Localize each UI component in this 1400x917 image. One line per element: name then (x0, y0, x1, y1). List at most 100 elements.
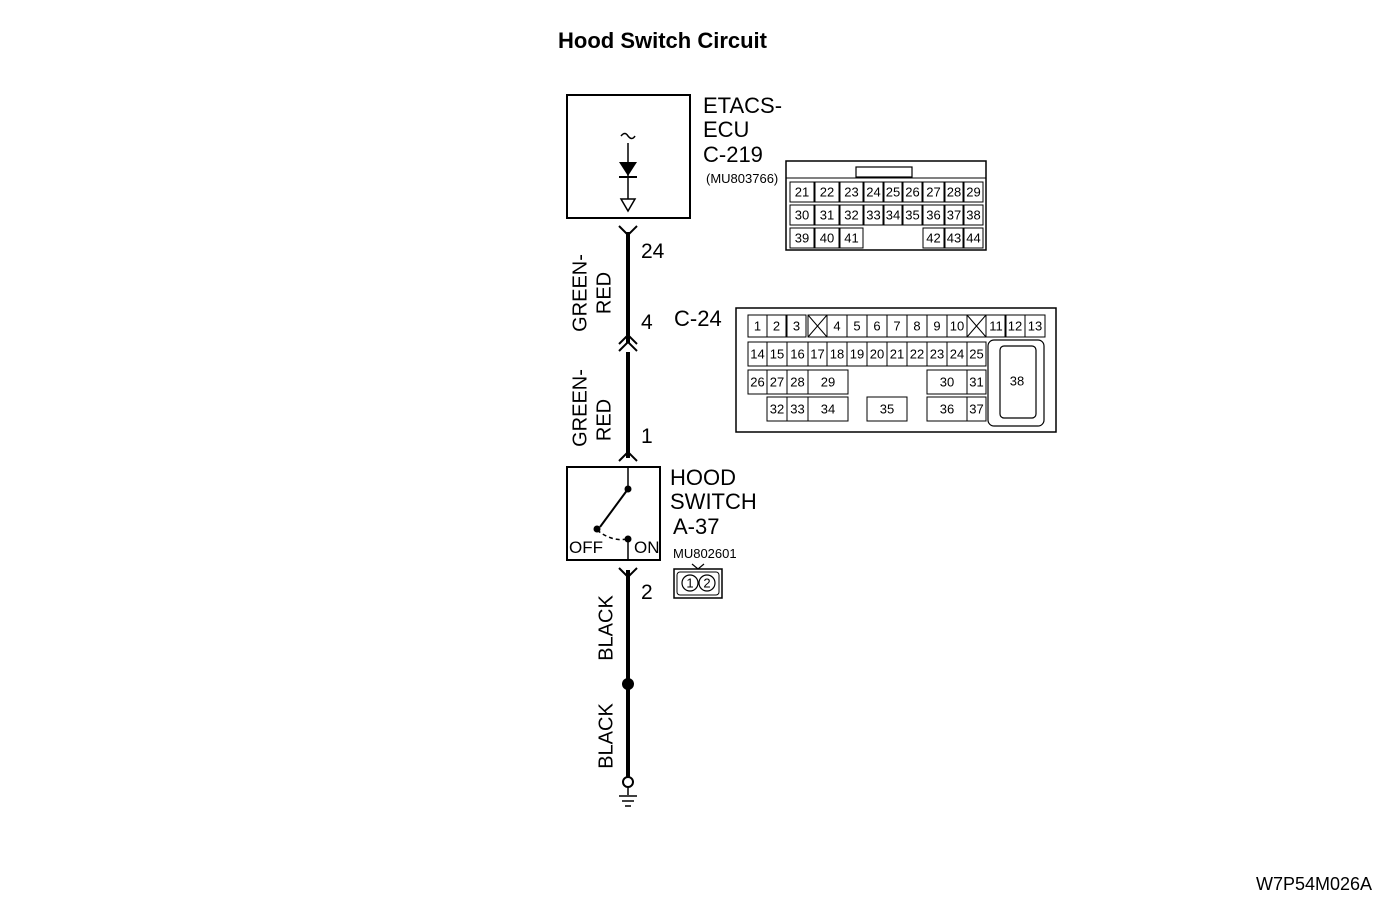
junction-pin-12: 12 (1004, 314, 1026, 338)
svg-text:26: 26 (750, 374, 764, 389)
ecu-pin-35: 35 (902, 204, 923, 226)
junction-blank-2 (966, 314, 987, 338)
junction-pin-17: 17 (807, 341, 828, 367)
switch-part-number: MU802601 (673, 546, 737, 561)
ecu-pin-42: 42 (922, 227, 945, 249)
svg-text:40: 40 (820, 230, 834, 245)
svg-text:21: 21 (795, 184, 809, 199)
svg-text:17: 17 (810, 346, 824, 361)
junction-pin-38: 38 (1010, 373, 1024, 388)
svg-text:37: 37 (947, 207, 961, 222)
junction-pin-29: 29 (807, 369, 849, 395)
ecu-name-2: ECU (703, 117, 749, 142)
svg-text:29: 29 (821, 374, 835, 389)
junction-pin-11: 11 (985, 314, 1007, 338)
splice-point (622, 678, 634, 690)
junction-pin-32: 32 (766, 396, 788, 422)
svg-text:10: 10 (950, 318, 964, 333)
junction-pin-10: 10 (946, 314, 968, 338)
svg-text:27: 27 (926, 184, 940, 199)
ecu-pin-33: 33 (863, 204, 884, 226)
pin-junction-4: 4 (641, 311, 653, 334)
ecu-pin-26: 26 (902, 181, 923, 203)
switch-off-label: OFF (569, 538, 603, 557)
junction-pin-4: 4 (826, 314, 848, 338)
junction-blank-1 (807, 314, 828, 338)
svg-text:11: 11 (989, 318, 1003, 333)
junction-pin-33: 33 (786, 396, 809, 422)
ecu-pin-23: 23 (839, 181, 864, 203)
junction-pin-30: 30 (926, 369, 968, 395)
svg-text:31: 31 (969, 374, 983, 389)
wire-color-middle-1: GREEN- (569, 369, 591, 447)
svg-text:5: 5 (853, 318, 860, 333)
svg-text:21: 21 (890, 346, 904, 361)
diagram-title: Hood Switch Circuit (558, 28, 767, 53)
switch-connector-face: 1 2 (673, 563, 723, 599)
svg-text:24: 24 (866, 184, 880, 199)
ecu-pin-41: 41 (839, 227, 864, 249)
junction-pin-5: 5 (846, 314, 868, 338)
svg-text:31: 31 (820, 207, 834, 222)
wire-color-upper-2: RED (593, 272, 615, 314)
svg-text:29: 29 (966, 184, 980, 199)
ecu-part-number: (MU803766) (706, 171, 778, 186)
figure-code: W7P54M026A (1256, 874, 1373, 894)
svg-text:6: 6 (873, 318, 880, 333)
svg-text:19: 19 (850, 346, 864, 361)
ecu-pin-32: 32 (839, 204, 864, 226)
junction-pin-9: 9 (926, 314, 948, 338)
diode-icon (619, 162, 637, 176)
junction-pin-35: 35 (866, 396, 908, 422)
ecu-pin-30: 30 (789, 204, 815, 226)
junction-pin-27: 27 (766, 369, 788, 395)
svg-text:41: 41 (844, 230, 858, 245)
svg-text:32: 32 (770, 401, 784, 416)
junction-pin-1: 1 (747, 314, 768, 338)
svg-text:28: 28 (790, 374, 804, 389)
svg-text:20: 20 (870, 346, 884, 361)
svg-text:33: 33 (866, 207, 880, 222)
ecu-pin-31: 31 (814, 204, 840, 226)
junction-pin-6: 6 (866, 314, 888, 338)
ecu-name-1: ETACS- (703, 93, 782, 118)
svg-text:39: 39 (795, 230, 809, 245)
svg-text:7: 7 (893, 318, 900, 333)
svg-text:33: 33 (790, 401, 804, 416)
switch-connector-id: A-37 (673, 514, 719, 539)
svg-text:25: 25 (886, 184, 900, 199)
ecu-pin-24: 24 (863, 181, 884, 203)
svg-text:2: 2 (773, 318, 780, 333)
wire-color-ground: BLACK (595, 703, 617, 769)
junction-pin-7: 7 (886, 314, 908, 338)
junction-pin-22: 22 (906, 341, 928, 367)
ecu-pin-25: 25 (883, 181, 903, 203)
junction-pin-21: 21 (886, 341, 908, 367)
svg-text:35: 35 (880, 401, 894, 416)
svg-text:36: 36 (940, 401, 954, 416)
switch-on-label: ON (634, 538, 660, 557)
junction-pin-16: 16 (786, 341, 809, 367)
svg-text:30: 30 (795, 207, 809, 222)
svg-text:22: 22 (820, 184, 834, 199)
junction-pin-13: 13 (1024, 314, 1046, 338)
ecu-pin-38: 38 (963, 204, 984, 226)
junction-pin-23: 23 (926, 341, 948, 367)
ecu-pin-29: 29 (963, 181, 984, 203)
ecu-pin-34: 34 (883, 204, 903, 226)
switch-name-2: SWITCH (670, 489, 757, 514)
svg-text:18: 18 (830, 346, 844, 361)
svg-text:36: 36 (926, 207, 940, 222)
svg-text:43: 43 (947, 230, 961, 245)
etacs-ecu: ETACS- ECU C-219 (MU803766) (566, 93, 782, 219)
svg-text:9: 9 (933, 318, 940, 333)
svg-text:34: 34 (821, 401, 835, 416)
svg-text:23: 23 (930, 346, 944, 361)
ecu-pin-28: 28 (944, 181, 964, 203)
junction-pin-3: 3 (786, 314, 807, 338)
junction-pin-24: 24 (946, 341, 968, 367)
wire-color-middle-2: RED (593, 399, 615, 441)
pin-junction-1: 1 (641, 425, 653, 448)
svg-text:25: 25 (969, 346, 983, 361)
